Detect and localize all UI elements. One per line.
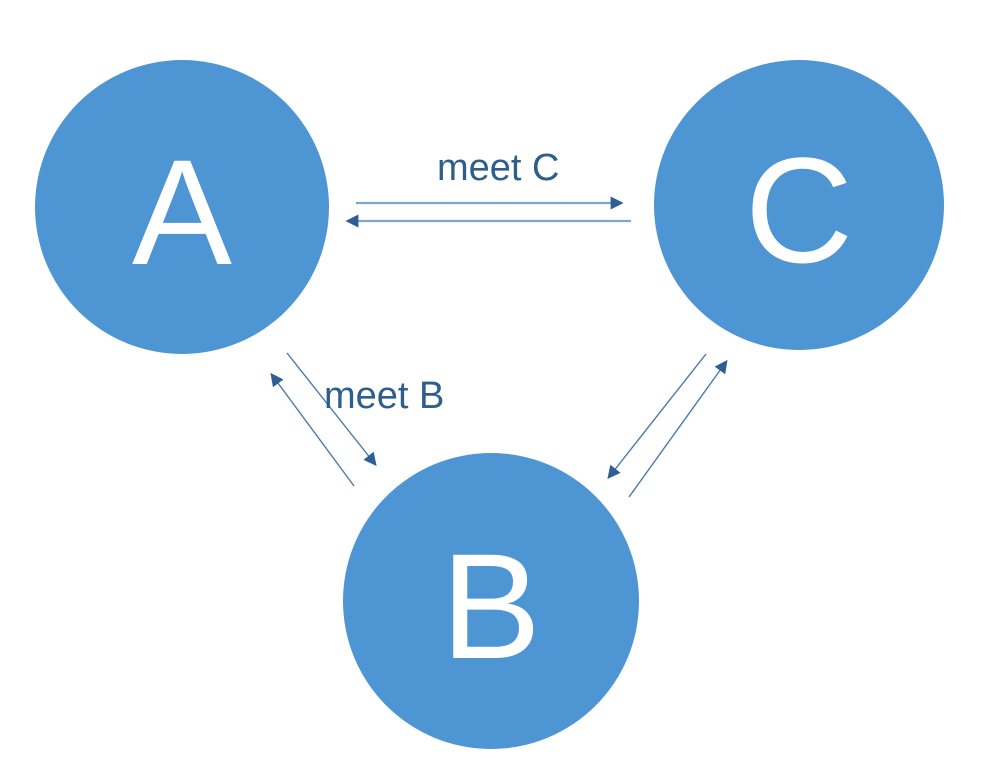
node-b-circle [343, 453, 639, 749]
node-c-label: C [745, 126, 853, 294]
node-b-label: B [441, 522, 541, 690]
arrow-b-to-c [628, 359, 728, 498]
node-a-circle [35, 60, 329, 354]
edge-label-meet-c: meet C [437, 147, 559, 189]
node-c-circle [654, 60, 944, 350]
arrow-c-to-b [607, 353, 707, 480]
arrow-a-to-b [286, 352, 377, 467]
edge-label-meet-b: meet B [324, 375, 444, 417]
arrow-b-to-a [270, 372, 355, 487]
node-a-label: A [132, 128, 232, 296]
